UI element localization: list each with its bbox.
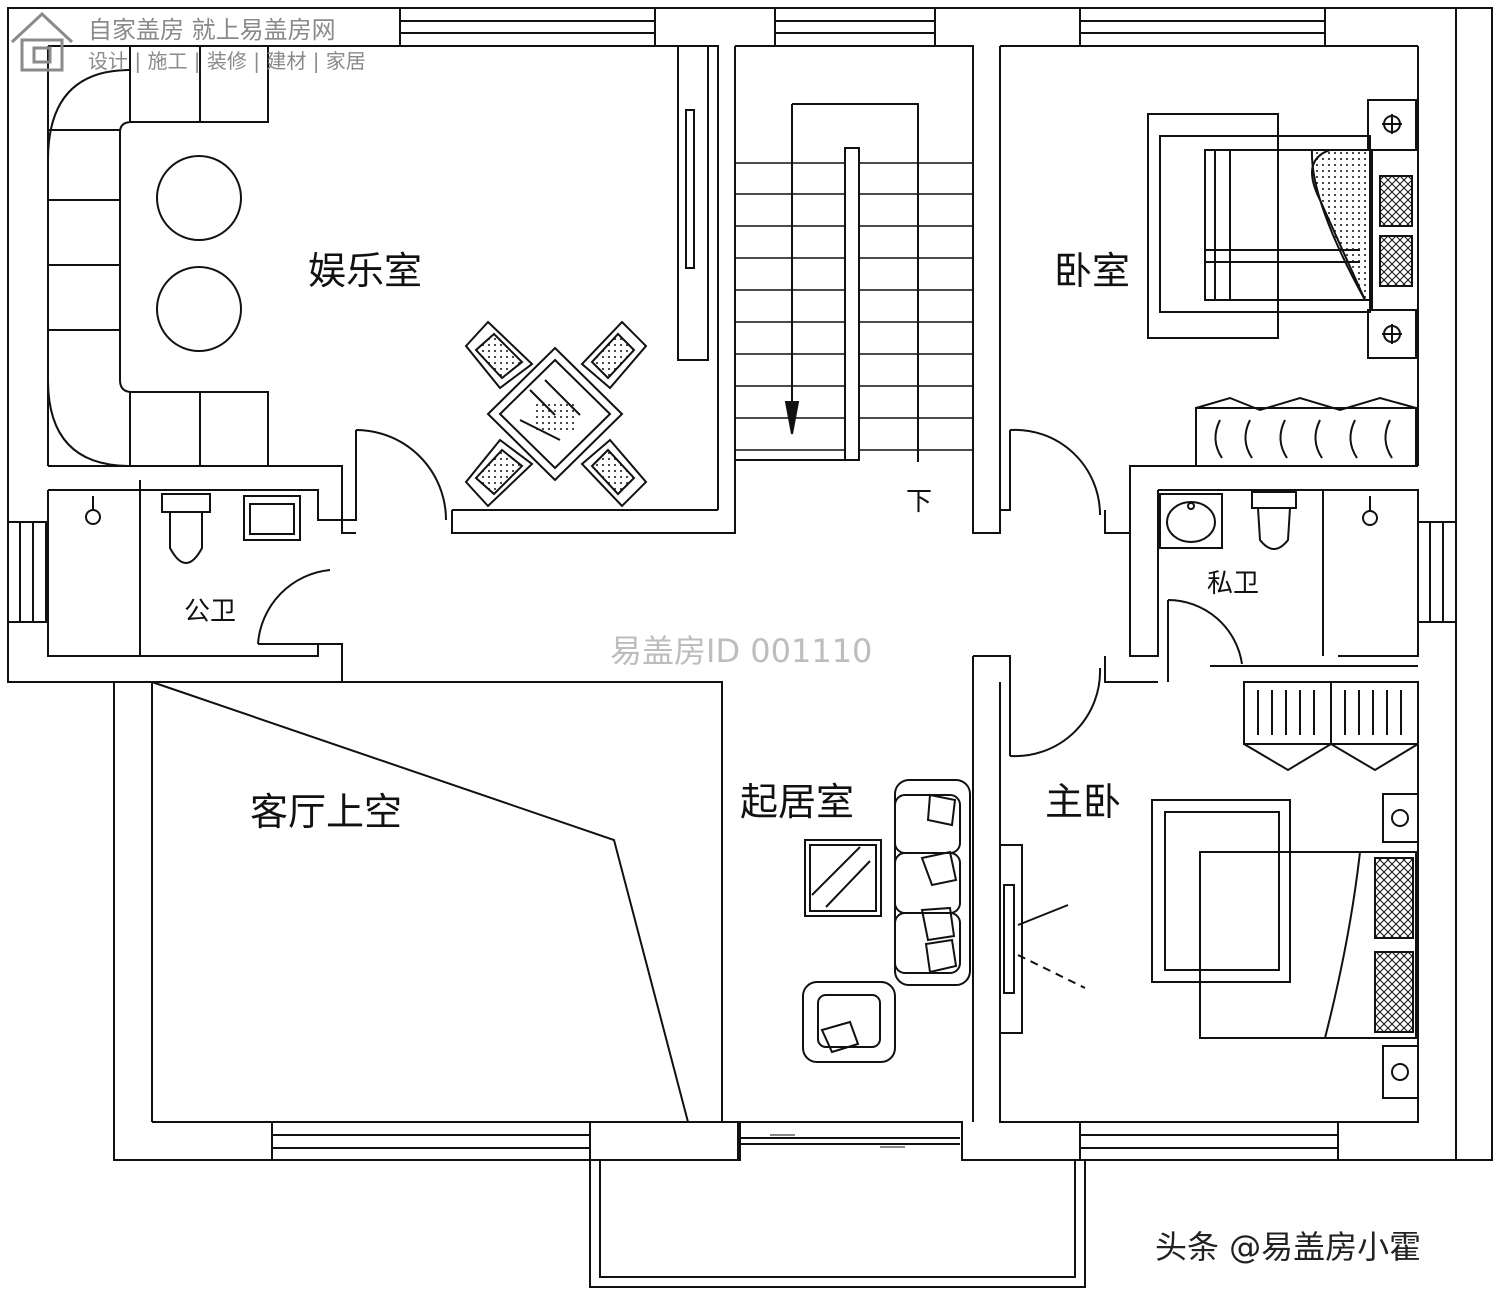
brand-logo-icon [10, 11, 74, 72]
watermark-services: 设计 | 施工 | 装修 | 建材 | 家居 [88, 49, 366, 73]
bedroom-nightstands [1367, 99, 1417, 359]
family-room-coffee-table [804, 839, 882, 917]
family-room-armchair [802, 981, 896, 1063]
label-family-room: 起居室 [740, 780, 854, 824]
master-tv-unit [999, 844, 1086, 1034]
label-living-void: 客厅上空 [250, 790, 402, 834]
family-room-sofa [894, 779, 971, 986]
void-outline [151, 681, 689, 1123]
label-public-bath: 公卫 [184, 597, 236, 627]
master-bed [1151, 793, 1419, 1099]
label-stair-down: 下 [906, 487, 932, 517]
exterior-walls [7, 7, 1493, 1161]
doors [257, 428, 1243, 758]
balcony [589, 1121, 1086, 1288]
private-bath-fixtures [1159, 491, 1378, 550]
label-master-bedroom: 主卧 [1045, 780, 1121, 824]
bedroom-wardrobe [1195, 396, 1417, 467]
label-entertainment: 娱乐室 [308, 249, 422, 293]
bedroom-bed [1147, 113, 1419, 339]
mahjong-table [486, 346, 624, 482]
watermark-plan-id: 易盖房ID 001110 [610, 632, 872, 670]
mahjong-chairs [464, 320, 648, 508]
master-wardrobe [1243, 681, 1419, 772]
label-bedroom: 卧室 [1054, 249, 1130, 293]
tv-cabinet [677, 45, 709, 361]
staircase [735, 103, 973, 462]
public-bath-fixtures [85, 480, 301, 656]
label-private-bath: 私卫 [1207, 569, 1259, 599]
sectional-sofa [47, 46, 269, 467]
watermark-brand: 自家盖房 就上易盖房网 [88, 16, 336, 44]
watermark-credit: 头条 @易盖房小霍 [1155, 1228, 1421, 1266]
stair-arrow-icon [784, 401, 800, 435]
